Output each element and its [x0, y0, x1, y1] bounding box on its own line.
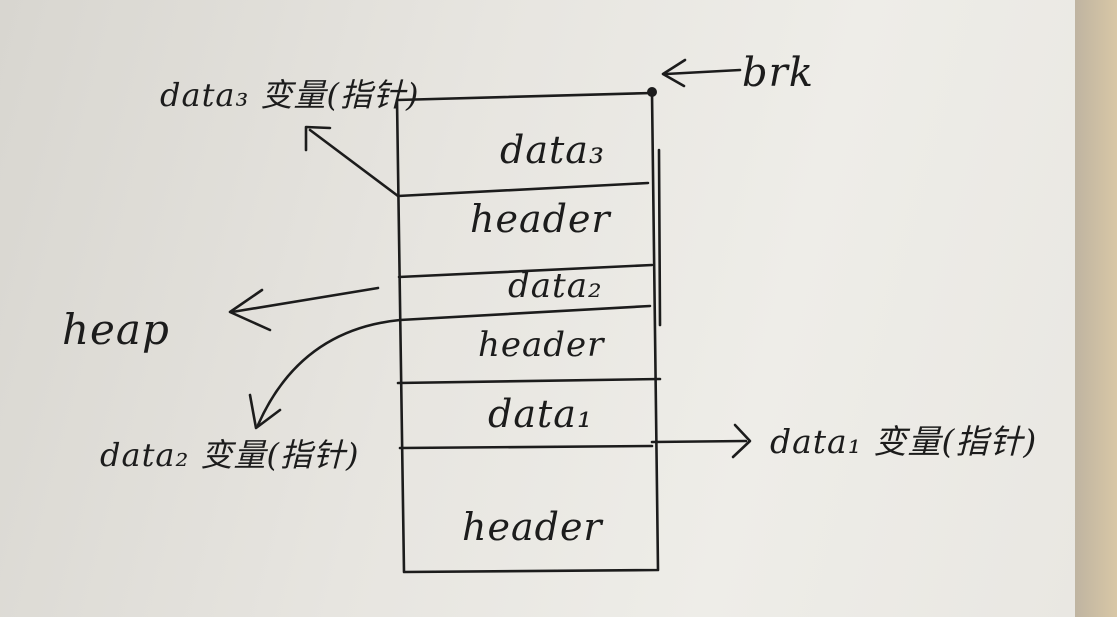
memory-stack-right-edge — [657, 148, 662, 327]
data2-pointer-arrow — [256, 318, 402, 427]
data1-pointer-arrow — [650, 439, 748, 444]
data1-pointer-label: data₁ 变量(指针) — [770, 422, 1038, 461]
cell-label-header3: header — [470, 197, 611, 241]
divider-header-data1 — [396, 377, 662, 385]
data3-pointer-arrow-head — [304, 125, 332, 152]
data2-pointer-arrow-head — [248, 393, 282, 430]
divider-header-data2 — [397, 263, 654, 279]
cell-label-data1: data₁ — [488, 392, 594, 436]
cell-label-header1: header — [462, 505, 603, 549]
brk-dot — [647, 87, 657, 97]
brk-label: brk — [742, 50, 814, 96]
cell-label-data2: data₂ — [508, 266, 603, 306]
brk-arrow-head — [661, 58, 687, 88]
paper-sheet — [0, 0, 1075, 617]
data3-pointer-arrow — [308, 128, 400, 198]
paper-edge — [1075, 0, 1117, 617]
heap-label: heap — [62, 305, 170, 354]
data2-pointer-label: data₂ 变量(指针) — [100, 436, 360, 474]
divider-data3-header — [396, 181, 650, 198]
brk-arrow — [664, 68, 742, 76]
divider-data1-header — [398, 444, 654, 450]
heap-arrow — [230, 286, 380, 314]
divider-data2-header — [398, 304, 652, 322]
memory-stack-outline — [395, 91, 660, 574]
heap-arrow-head — [228, 288, 272, 332]
cell-label-data3: data₃ — [500, 128, 606, 172]
cell-label-header2: header — [478, 325, 605, 365]
data1-pointer-arrow-head — [731, 423, 752, 459]
data3-pointer-label: data₃ 变量(指针) — [160, 76, 420, 114]
